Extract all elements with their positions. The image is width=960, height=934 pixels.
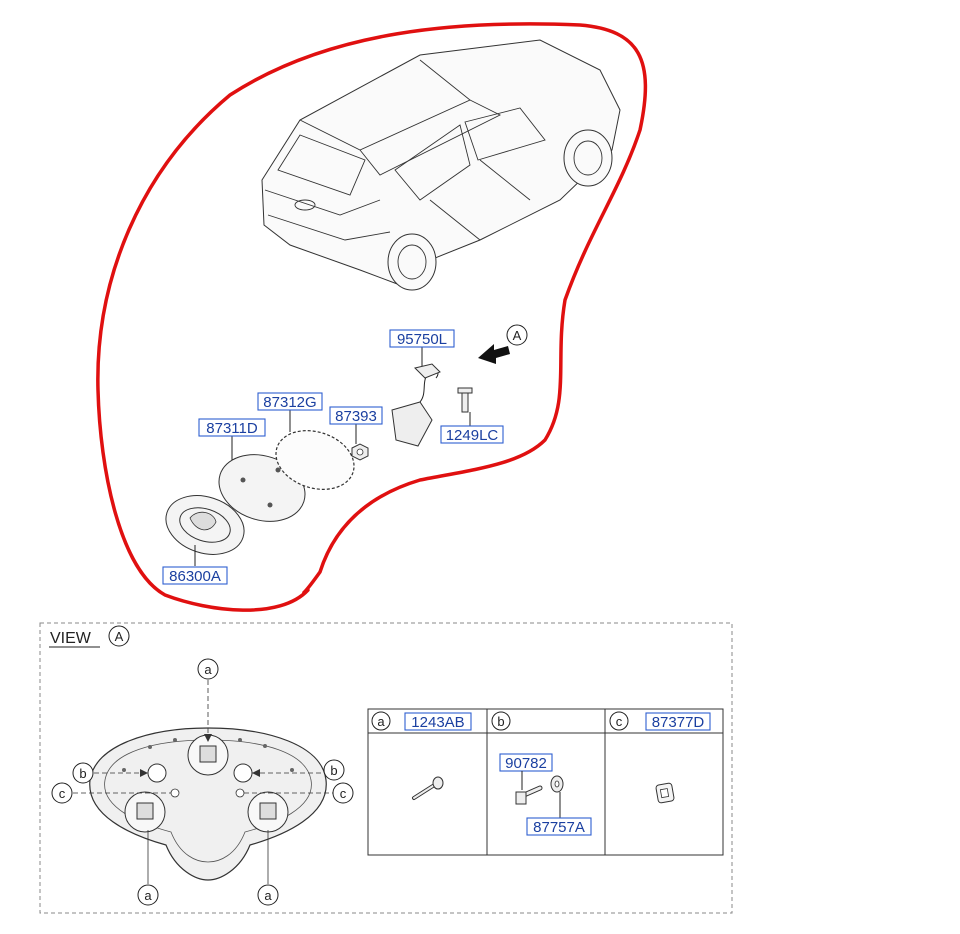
table-col-b-part-top: 90782 (505, 755, 547, 772)
bolt-1249LC (457, 387, 473, 413)
clip-87377D-drawing (655, 782, 675, 804)
bolt-90782-drawing (515, 785, 543, 805)
svg-text:c: c (59, 786, 66, 801)
part-label-1249LC: 1249LC (446, 427, 499, 444)
red-highlight-outline (96, 22, 648, 612)
callout-c-left: c (51, 782, 73, 804)
table-col-c-letter: c (616, 714, 623, 729)
part-label-86300A: 86300A (169, 568, 221, 585)
callout-c-right: c (332, 782, 354, 804)
table-col-a-part: 1243AB (411, 714, 464, 731)
screw-1243AB-drawing (412, 776, 444, 800)
svg-text:c: c (340, 786, 347, 801)
gasket-87312G (275, 430, 355, 490)
table-col-a-letter: a (377, 714, 385, 729)
svg-text:a: a (204, 662, 212, 677)
table-col-b-part-bottom: 87757A (533, 819, 585, 836)
svg-text:a: a (144, 888, 152, 903)
part-label-95750L: 95750L (397, 331, 447, 348)
part-label-87393: 87393 (335, 408, 377, 425)
camera-95750L (391, 363, 441, 447)
callout-a-top: a (197, 658, 219, 680)
fastener-table: a 1243AB b 90782 87757A c 87377D (367, 708, 724, 856)
svg-text:b: b (330, 763, 337, 778)
table-col-b-letter: b (497, 714, 504, 729)
svg-text:b: b (79, 766, 86, 781)
view-marker: A (115, 629, 124, 644)
emblem-86300A (165, 495, 245, 555)
callout-b-left: b (72, 762, 94, 784)
car-illustration (261, 39, 621, 291)
view-a-panel (39, 622, 733, 914)
nut-87393 (351, 443, 369, 461)
part-label-87312G: 87312G (263, 394, 316, 411)
callout-a-bottom-left: a (137, 884, 159, 906)
view-title: VIEW (50, 630, 92, 647)
view-direction-arrow: A (478, 324, 528, 364)
part-label-87311D: 87311D (206, 420, 258, 437)
table-col-c-part: 87377D (652, 714, 705, 731)
callout-a-bottom-right: a (257, 884, 279, 906)
callout-b-right: b (323, 759, 345, 781)
washer-87757A-drawing (550, 775, 564, 793)
emblem-rear-view (89, 727, 327, 881)
svg-text:a: a (264, 888, 272, 903)
arrow-marker-label: A (513, 328, 522, 343)
